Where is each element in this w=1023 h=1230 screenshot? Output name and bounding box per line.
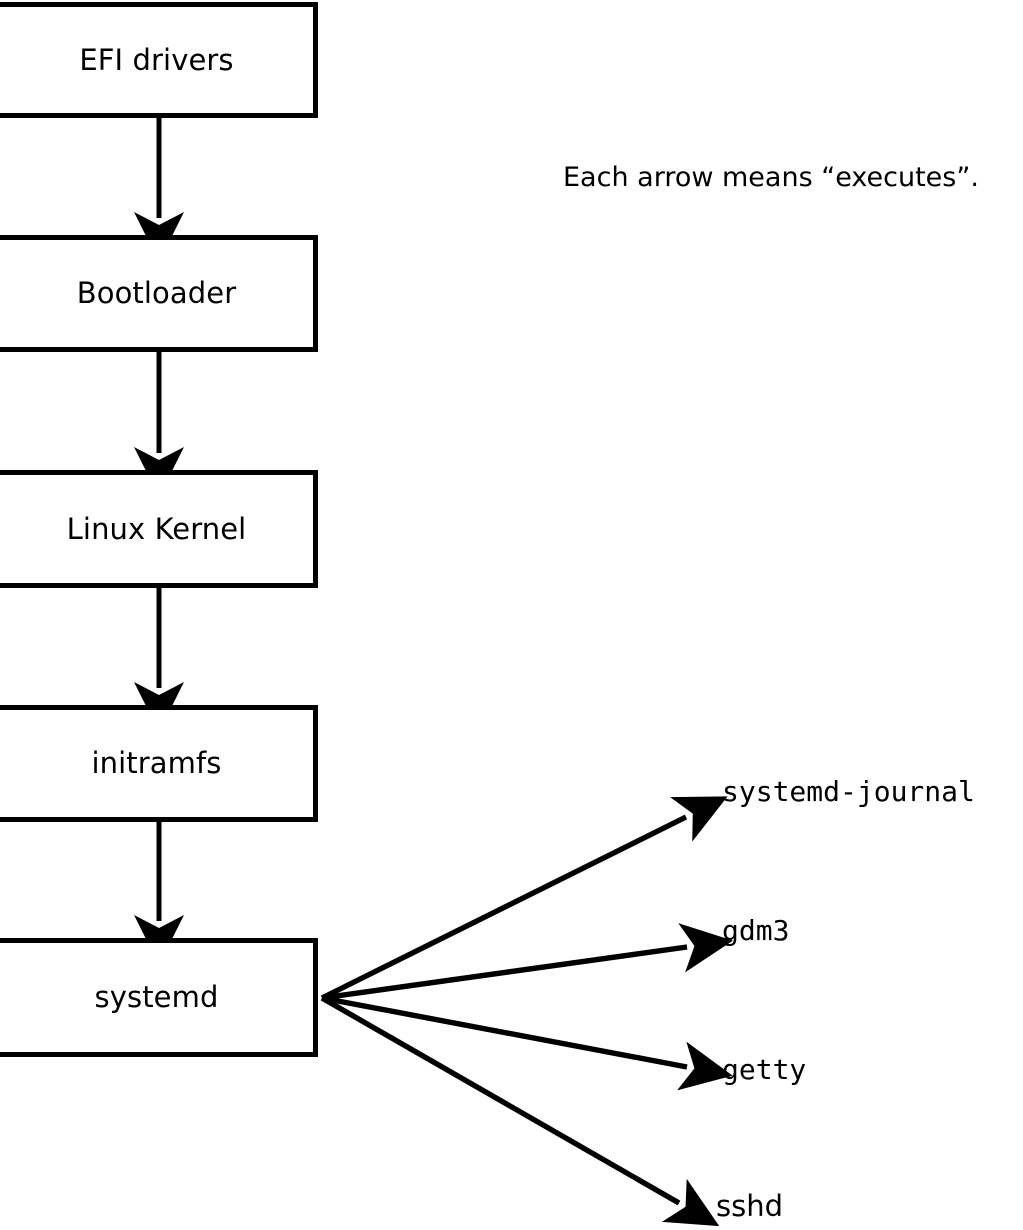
leaf-label-systemd-journal: systemd-journal: [722, 775, 975, 808]
arrow-systemd-to-gdm3: [321, 923, 733, 1001]
diagram-caption: Each arrow means “executes”.: [563, 162, 979, 193]
node-systemd[interactable]: systemd: [0, 938, 318, 1057]
arrow-systemd-to-systemd-journal: [320, 796, 728, 1001]
leaf-label-getty: getty: [722, 1053, 807, 1086]
node-linux-kernel[interactable]: Linux Kernel: [0, 470, 318, 588]
node-initramfs[interactable]: initramfs: [0, 705, 318, 822]
node-label-efi-drivers: EFI drivers: [79, 42, 234, 77]
arrow-systemd-to-sshd: [320, 995, 720, 1227]
node-label-systemd: systemd: [94, 980, 219, 1014]
arrow-systemd-to-getty: [321, 995, 733, 1091]
fanout-arrow-group: [320, 796, 733, 1227]
leaf-label-sshd: sshd: [716, 1189, 784, 1223]
node-bootloader[interactable]: Bootloader: [0, 235, 318, 352]
node-label-bootloader: Bootloader: [76, 276, 237, 310]
node-label-linux-kernel: Linux Kernel: [66, 511, 247, 546]
node-efi-drivers[interactable]: EFI drivers: [0, 2, 318, 118]
leaf-label-gdm3: gdm3: [722, 914, 790, 947]
node-label-initramfs: initramfs: [91, 746, 222, 780]
